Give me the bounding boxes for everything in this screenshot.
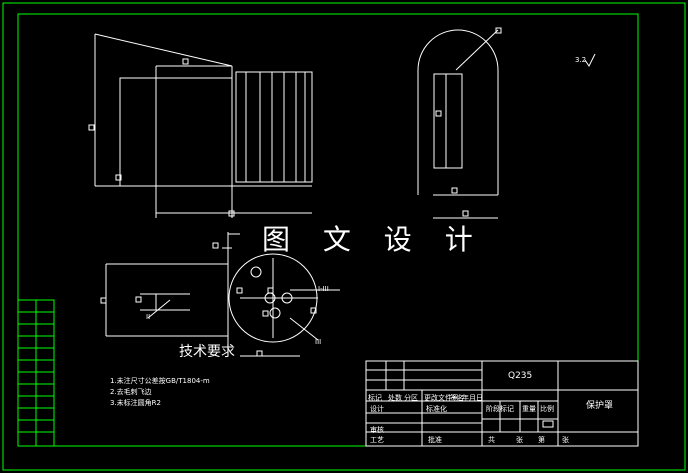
- surface-finish-value: 3.2: [575, 56, 587, 64]
- tb-stage: 阶段标记: [486, 405, 514, 413]
- watermark-title: 图 文 设 计: [262, 223, 485, 256]
- tb-sheet-no: 第: [538, 436, 545, 444]
- tb-sheets-total: 共: [488, 436, 495, 444]
- tb-approve: 批准: [428, 436, 442, 444]
- tb-label-mark: 标记: [368, 394, 382, 402]
- tb-label-date: 年月日: [462, 394, 483, 402]
- part-name: 保护罩: [586, 401, 614, 411]
- tb-standardization: 标准化: [426, 405, 447, 413]
- title-block: [365, 360, 639, 447]
- note-3: 3.未标注圆角R2: [110, 399, 161, 407]
- side-strip: [17, 299, 55, 447]
- note-1: 1.未注尺寸公差按GB/T1804-m: [110, 377, 210, 385]
- note-2: 2.去毛刺飞边: [110, 388, 152, 396]
- technical-requirements-heading: 技术要求: [179, 344, 235, 360]
- tb-label-sign: 签名: [450, 394, 464, 402]
- tb-design: 设计: [370, 405, 384, 413]
- tb-label-change-doc: 更改文件号: [424, 394, 459, 402]
- drawing-frame: [17, 13, 639, 447]
- tb-process: 工艺: [370, 436, 384, 444]
- front-view: [88, 33, 313, 218]
- surface-finish-symbol: [584, 53, 596, 67]
- tb-label-count: 处数: [388, 394, 402, 402]
- tb-weight: 重量: [522, 405, 536, 413]
- tb-sheet-suffix: 张: [562, 436, 569, 444]
- section-label: I-III: [318, 285, 329, 293]
- tb-review: 审核: [370, 426, 384, 434]
- leader-label: II: [146, 313, 151, 321]
- tb-sheet: 张: [516, 436, 523, 444]
- detail-label: III: [315, 338, 322, 346]
- side-view: [417, 27, 502, 219]
- tb-label-zone: 分区: [404, 394, 418, 402]
- section-view: [100, 232, 340, 357]
- tb-scale: 比例: [540, 405, 554, 413]
- material-value: Q235: [508, 371, 533, 381]
